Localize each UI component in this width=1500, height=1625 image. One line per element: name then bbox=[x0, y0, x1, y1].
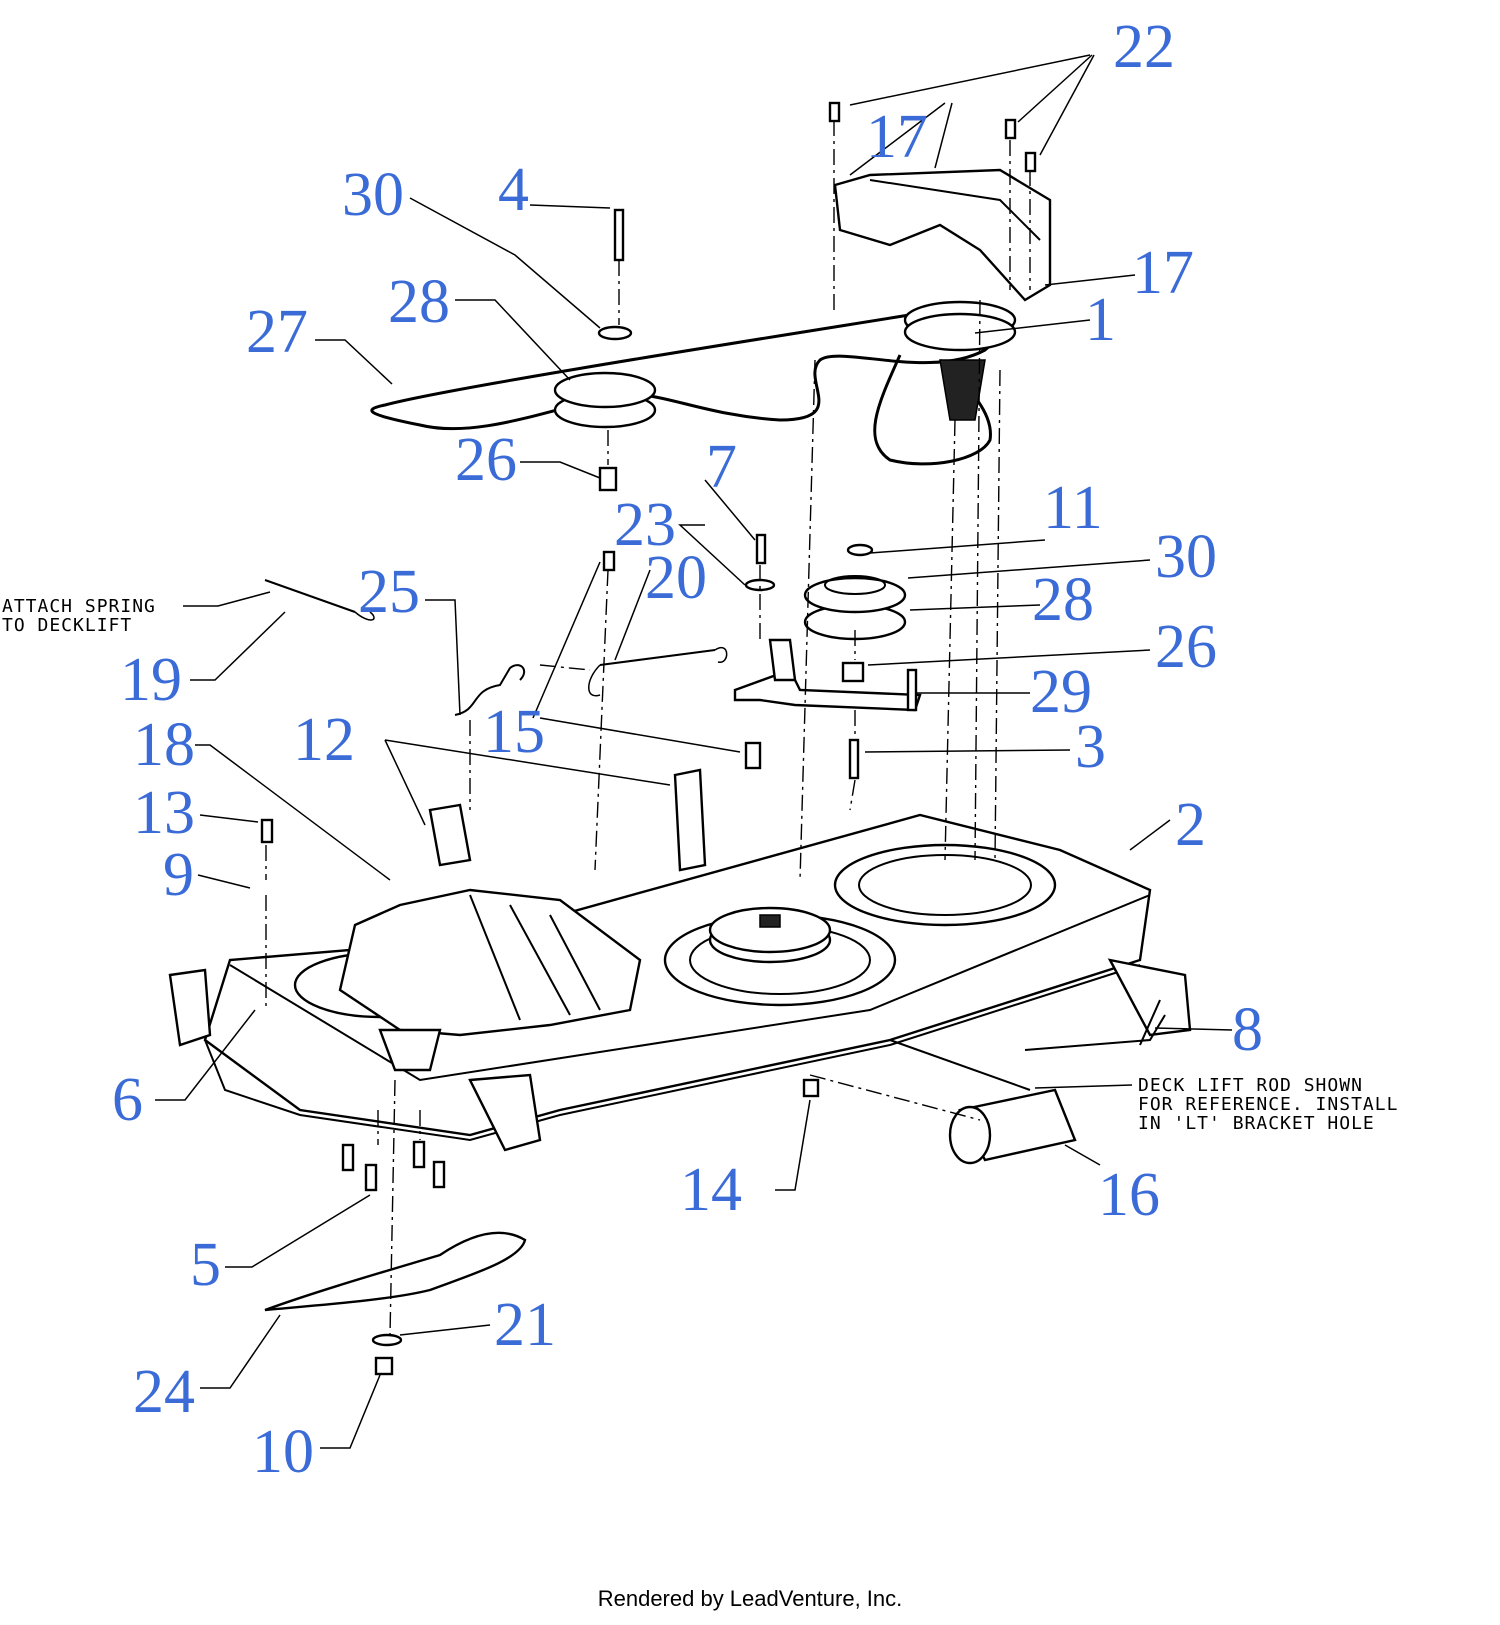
callout-8: 8 bbox=[1232, 996, 1263, 1064]
callout-9: 9 bbox=[163, 841, 194, 909]
note-deck-line3: IN 'LT' BRACKET HOLE bbox=[1138, 1113, 1375, 1134]
callout-6: 6 bbox=[112, 1066, 143, 1134]
bolt-3 bbox=[848, 738, 860, 780]
callout-19: 19 bbox=[120, 646, 182, 714]
spring-19 bbox=[264, 579, 375, 621]
belt-cover-18 bbox=[338, 888, 642, 1072]
bolts-5 bbox=[341, 1140, 446, 1192]
callout-20: 20 bbox=[645, 544, 707, 612]
callout-14: 14 bbox=[680, 1156, 742, 1224]
idler-bracket-29 bbox=[733, 638, 922, 712]
callout-17-side: 17 bbox=[1132, 239, 1194, 307]
callout-3: 3 bbox=[1075, 713, 1106, 781]
callout-26-upper: 26 bbox=[455, 426, 517, 494]
deck-spindle-center bbox=[708, 906, 832, 964]
callout-26-lower: 26 bbox=[1155, 613, 1217, 681]
callout-2: 2 bbox=[1175, 791, 1206, 859]
callout-30-upper: 30 bbox=[342, 161, 404, 229]
callout-7: 7 bbox=[706, 433, 737, 501]
small-parts bbox=[260, 208, 874, 1098]
callout-13: 13 bbox=[133, 779, 195, 847]
idler-pulley-28-lower bbox=[803, 575, 907, 641]
callout-28-upper: 28 bbox=[388, 268, 450, 336]
callout-5: 5 bbox=[190, 1231, 221, 1299]
callout-17-top: 17 bbox=[866, 103, 928, 171]
nut-10 bbox=[374, 1356, 394, 1376]
top-belt-cover-17 bbox=[833, 168, 1052, 302]
notes: ATTACH SPRING TO DECKLIFT DECK LIFT ROD … bbox=[2, 596, 1398, 1134]
bolt-7 bbox=[755, 533, 767, 565]
callout-25: 25 bbox=[358, 558, 420, 626]
callout-23: 23 bbox=[614, 491, 676, 559]
note-spring-line1: ATTACH SPRING bbox=[2, 596, 156, 617]
callout-15: 15 bbox=[483, 698, 545, 766]
note-deck-line1: DECK LIFT ROD SHOWN bbox=[1138, 1075, 1363, 1096]
callout-28-lower: 28 bbox=[1032, 566, 1094, 634]
blade-24 bbox=[264, 1231, 527, 1376]
spacer-26-upper bbox=[598, 466, 618, 492]
callout-16: 16 bbox=[1098, 1161, 1160, 1229]
callout-10: 10 bbox=[252, 1418, 314, 1486]
centerlines bbox=[265, 120, 1031, 1336]
callout-11: 11 bbox=[1043, 474, 1103, 542]
spindle-pulley-1 bbox=[903, 300, 1017, 421]
pin-13 bbox=[260, 818, 274, 844]
footer-credit: Rendered by LeadVenture, Inc. bbox=[597, 1586, 903, 1611]
callout-22: 22 bbox=[1113, 13, 1175, 81]
callout-numbers: 22 17 17 1 30 4 28 27 26 7 11 23 30 20 2… bbox=[112, 13, 1263, 1486]
nut-14 bbox=[802, 1078, 820, 1098]
callout-27: 27 bbox=[246, 298, 308, 366]
spacer-26-lower bbox=[841, 661, 865, 683]
bushing-15-upper bbox=[602, 550, 616, 572]
spring-20 bbox=[588, 647, 728, 697]
nut-11 bbox=[846, 543, 874, 557]
deck-bracket-12 bbox=[428, 768, 707, 872]
washer-21 bbox=[371, 1333, 403, 1347]
callout-29: 29 bbox=[1030, 658, 1092, 726]
note-spring-line2: TO DECKLIFT bbox=[2, 615, 132, 636]
callout-4: 4 bbox=[498, 156, 529, 224]
bushing-15-lower bbox=[744, 741, 762, 770]
callout-12: 12 bbox=[293, 706, 355, 774]
gauge-wheel-16 bbox=[948, 1088, 1077, 1165]
bolt-4 bbox=[613, 208, 625, 262]
callout-21: 21 bbox=[494, 1291, 556, 1359]
leader-lines bbox=[155, 54, 1233, 1449]
callout-1: 1 bbox=[1085, 286, 1116, 354]
bearing-30-upper bbox=[597, 325, 633, 341]
callout-24: 24 bbox=[133, 1358, 195, 1426]
link-25 bbox=[454, 664, 526, 716]
deck-lift-rod-8 bbox=[889, 999, 1166, 1091]
note-deck-line2: FOR REFERENCE. INSTALL bbox=[1138, 1094, 1398, 1115]
idler-pulley-28-upper bbox=[553, 371, 657, 429]
callout-30-lower: 30 bbox=[1155, 523, 1217, 591]
callout-18: 18 bbox=[133, 711, 195, 779]
